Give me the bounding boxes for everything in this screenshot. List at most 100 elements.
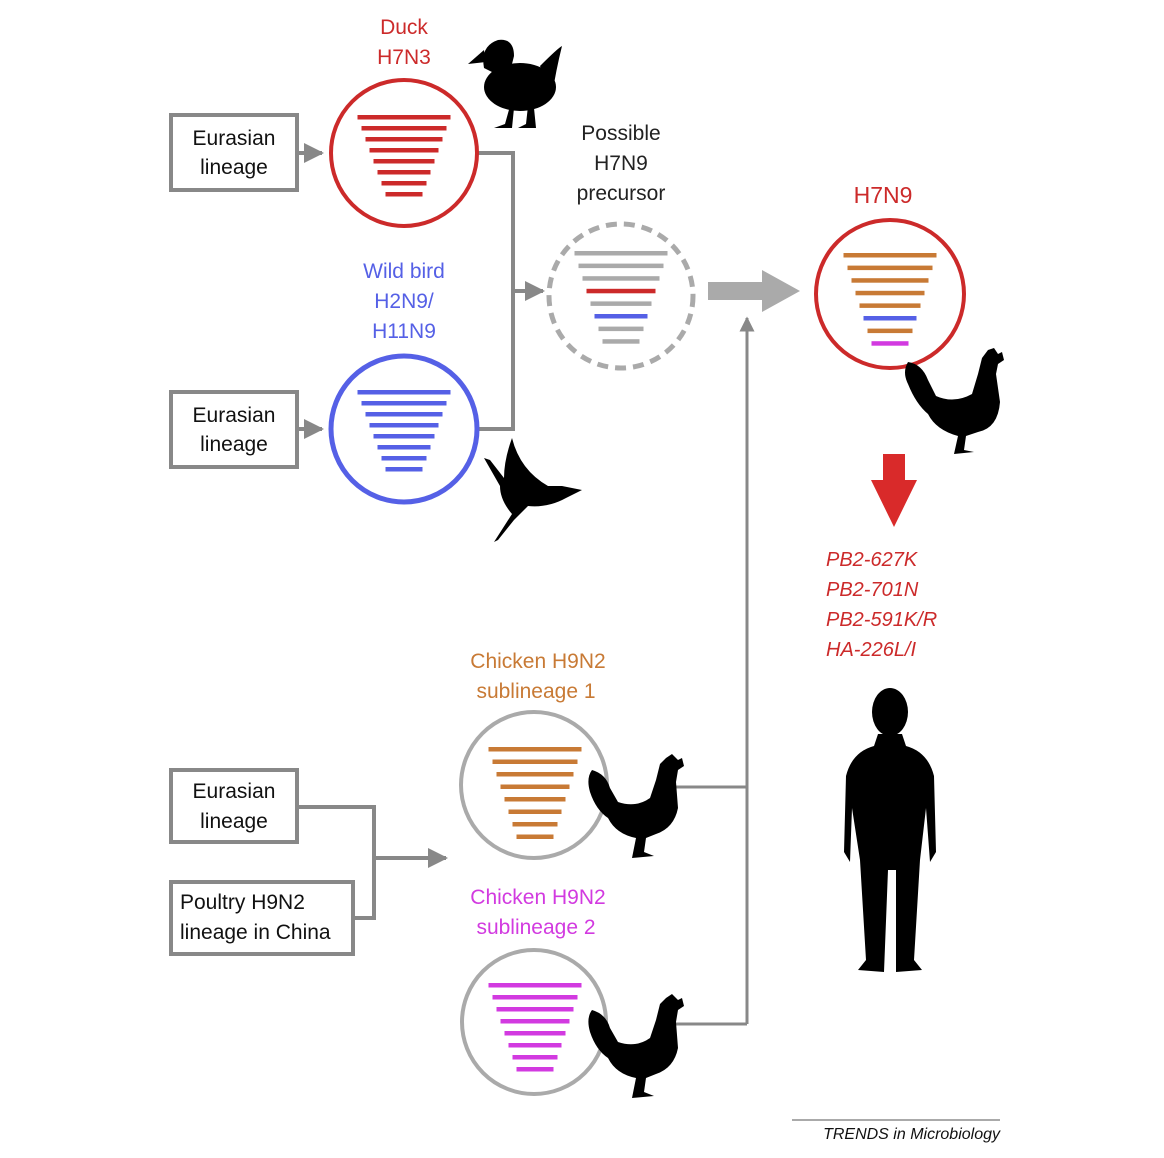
gene-segment [377,445,431,450]
strain-label-line1: Possible [581,122,660,145]
connectors [298,143,917,1026]
gene-segment [590,301,652,306]
arrow-precursor-to-h7n9 [708,270,800,312]
input-label-line2: lineage [200,810,268,833]
strain-label-line2: sublineage 2 [476,916,595,939]
gene-segment [578,263,664,269]
merge-bracket-avian [478,151,515,431]
gene-segment [381,456,427,461]
gene-segment [859,303,921,308]
strain-label-line1: H7N9 [854,182,913,208]
gene-segment [365,137,443,142]
strain-label-line1: Wild bird [363,260,445,283]
input-box-h9n2-eurasian: Eurasian lineage [169,768,299,844]
gene-segment [492,995,578,1000]
label-wildbird: Wild bird H2N9/ H11N9 [363,260,445,343]
gene-segment [504,797,566,802]
strain-label-line3: H11N9 [372,320,436,343]
gene-segment [516,1067,554,1072]
gene-segment [496,1007,574,1012]
gene-segment [365,412,443,417]
virus-chicken-sublineage-2 [460,948,608,1096]
credit-text: TRENDS in Microbiology [823,1126,1001,1143]
gene-segment [512,1055,558,1060]
input-label-line2: lineage [200,156,268,179]
label-chicken-sublineage-1: Chicken H9N2 sublineage 1 [470,650,605,703]
input-label-line1: Poultry H9N2 [180,891,305,914]
gene-segment [504,1031,566,1036]
rooster-icon [588,754,684,858]
strain-label-line1: Chicken H9N2 [470,650,605,673]
gene-segment [373,159,435,164]
strain-label-line2: sublineage 1 [476,680,595,703]
gene-segment [381,181,427,186]
mutation-item: PB2-701N [826,579,919,601]
rooster-icon [905,348,1004,454]
rooster-icon [588,994,684,1098]
gene-segment [516,834,554,839]
virus-wildbird-h2n9 [328,353,480,505]
gene-segment [361,126,447,131]
virus-precursor-h7n9 [546,221,696,371]
gene-segment [488,747,582,752]
arrow-down-red [871,454,917,527]
label-chicken-sublineage-2: Chicken H9N2 sublineage 2 [470,886,605,939]
label-precursor: Possible H7N9 precursor [577,122,666,205]
gene-segment [488,983,582,988]
gene-segment [867,328,913,334]
input-label-line2: lineage in China [180,921,331,944]
gene-segment [855,290,925,296]
duck-icon [468,39,562,128]
virus-ring [329,78,479,228]
gene-segment [369,148,439,153]
gene-segment [369,423,439,428]
gene-segment [851,278,929,283]
label-h7n9: H7N9 [854,182,913,208]
gene-segment [385,192,423,197]
gene-segment [508,809,562,814]
gene-segment [871,341,909,346]
merge-bracket-h9n2 [298,805,376,920]
input-box-duck: Eurasian lineage [169,113,299,192]
gene-segment [357,390,451,395]
input-box-wildbird: Eurasian lineage [169,390,299,469]
gene-segment [843,253,937,258]
strain-label-line2: H2N9/ [374,290,434,313]
input-box-h9n2-poultry: Poultry H9N2 lineage in China [169,880,355,956]
gene-segment [500,1019,570,1024]
virus-chicken-sublineage-1 [459,710,609,860]
gene-segment [863,316,917,321]
virus-ring-dashed [546,221,696,371]
journal-credit: TRENDS in Microbiology [792,1119,1001,1143]
gene-segment [377,170,431,175]
virus-duck-h7n3 [329,78,479,228]
mutation-item: PB2-627K [826,549,919,571]
gene-segment [512,822,558,827]
input-label-line1: Eurasian [193,780,276,803]
gene-segment [602,339,640,344]
gene-segment [496,772,574,777]
mutation-item: HA-226L/I [826,639,916,661]
gene-segment [500,784,570,789]
gene-segment [847,265,933,271]
virus-h7n9 [814,218,966,370]
strain-label-line1: Duck [380,16,428,39]
gene-segment [586,288,656,294]
gene-segment [361,401,447,406]
gene-segment [598,326,644,332]
label-duck-h7n3: Duck H7N3 [377,16,431,69]
strain-label-line2: H7N9 [594,152,648,175]
strain-label-line2: H7N3 [377,46,431,69]
mutation-list: PB2-627K PB2-701N PB2-591K/R HA-226L/I [826,549,937,661]
virus-ring [328,353,480,505]
gene-segment [574,251,668,256]
wild-bird-icon [484,438,582,542]
gene-segment [373,434,435,439]
gene-segment [357,115,451,120]
gene-segment [582,276,660,281]
input-label-line1: Eurasian [193,127,276,150]
human-icon [844,688,936,972]
strain-label-line3: precursor [577,182,666,205]
gene-segment [385,467,423,472]
